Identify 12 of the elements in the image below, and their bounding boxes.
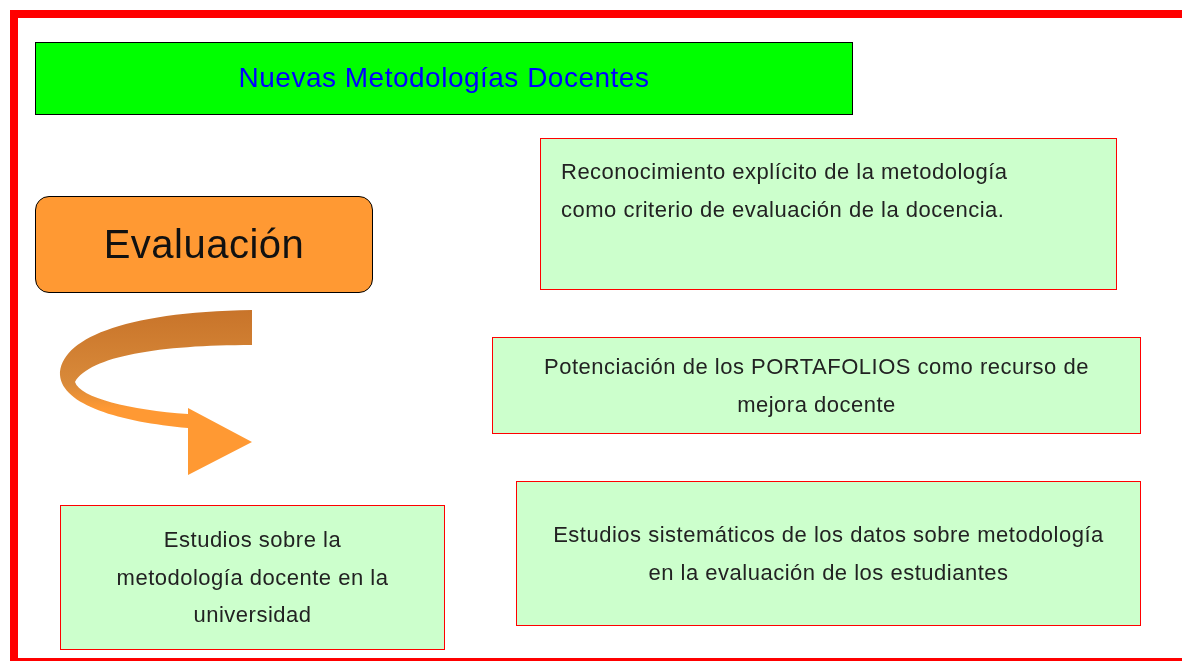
- title-box: [35, 42, 853, 115]
- node-text: Estudios sobre la metodología docente en la universidad: [115, 525, 390, 630]
- node-text: Potenciación de los PORTAFOLIOS como recurso de mejora docente: [543, 352, 1090, 419]
- note-box: [540, 138, 1117, 290]
- process-box: [35, 196, 373, 293]
- node-label: Evaluación: [103, 221, 305, 269]
- note-box: [516, 481, 1141, 626]
- title-text: Nuevas Metodologías Docentes: [238, 61, 650, 96]
- note-box: [60, 505, 445, 650]
- node-text: Estudios sistemáticos de los datos sobre metodología en la evaluación de los estudiantes: [552, 520, 1105, 587]
- node-text: Reconocimiento explícito de la metodología como criterio de evaluación de la docencia.: [561, 158, 1009, 224]
- note-box: [492, 337, 1141, 434]
